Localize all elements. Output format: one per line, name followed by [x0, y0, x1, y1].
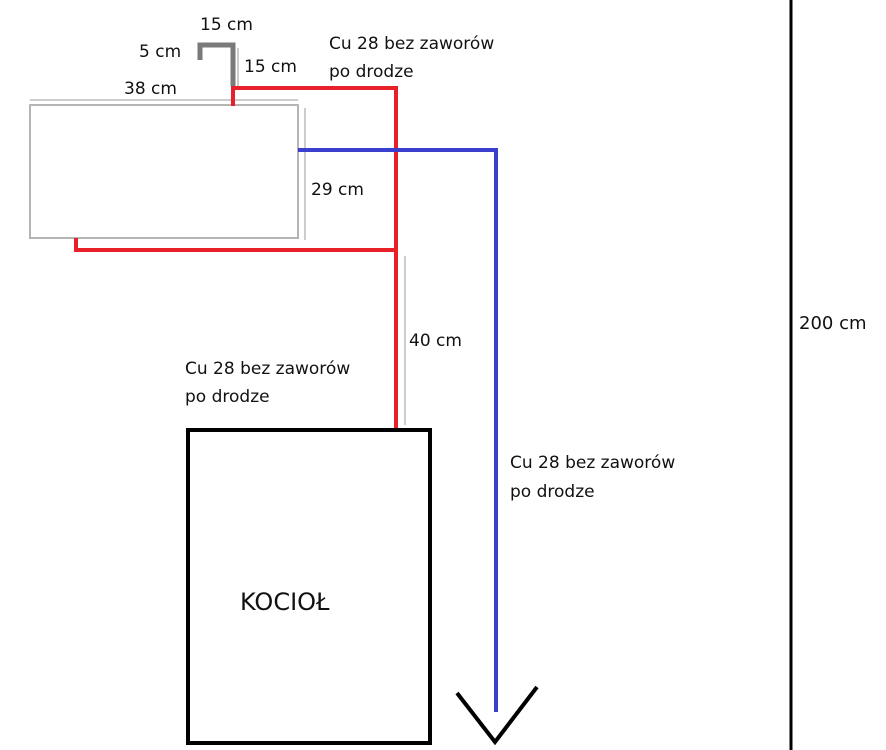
supply-pipe-bottom — [74, 238, 398, 430]
boiler — [186, 428, 432, 745]
return-pipe — [298, 148, 498, 712]
pipe-label-top-line1: Cu 28 bez zaworów — [329, 34, 494, 54]
pipe-label-mid-line1: Cu 28 bez zaworów — [185, 359, 350, 379]
pipe-label-mid-line2: po drodze — [185, 387, 270, 407]
dim-label-5: 5 cm — [139, 42, 181, 62]
pipe-label-right-line2: po drodze — [510, 482, 595, 502]
dim-label-38: 38 cm — [124, 79, 177, 99]
dim-label-200: 200 cm — [799, 313, 867, 334]
drain-arrow — [455, 685, 539, 746]
pipe-label-top-line2: po drodze — [329, 62, 414, 82]
dim-label-right-15: 15 cm — [244, 57, 297, 77]
dim-label-top-15: 15 cm — [200, 15, 253, 35]
tank — [29, 104, 299, 239]
dim-label-40: 40 cm — [409, 331, 462, 351]
boiler-label: KOCIOŁ — [240, 588, 330, 616]
pipe-label-right-line1: Cu 28 bez zaworów — [510, 453, 675, 473]
dim-label-29: 29 cm — [311, 180, 364, 200]
vent-stub — [197, 42, 236, 86]
supply-pipe-top — [231, 86, 398, 252]
